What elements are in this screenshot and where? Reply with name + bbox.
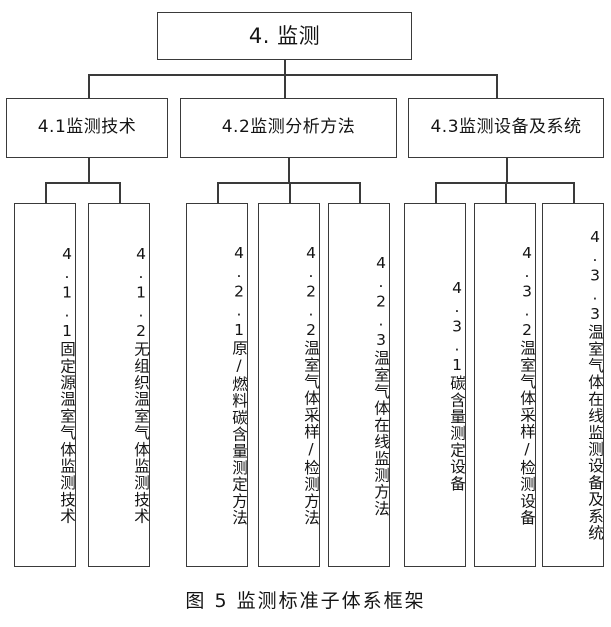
connector-drop-422 xyxy=(289,182,291,203)
node-4-2-label: 4.2监测分析方法 xyxy=(221,117,356,138)
node-4-2-3-online-monitoring-method[interactable]: 4.2.3温室气体在线监测方法 xyxy=(328,203,390,567)
node-root-monitoring[interactable]: 4. 监测 xyxy=(157,12,412,60)
connector-root-bus xyxy=(88,74,497,76)
node-4-3-1-label: 4.3.1碳含量测定设备 xyxy=(448,278,466,492)
node-4-2-1-label: 4.2.1原/燃料碳含量测定方法 xyxy=(230,243,248,527)
node-4-1-1-stationary-source[interactable]: 4.1.1固定源温室气体监测技术 xyxy=(14,203,76,567)
node-4-3-2-label: 4.3.2温室气体采样/检测设备 xyxy=(518,243,536,527)
node-4-1-1-label: 4.1.1固定源温室气体监测技术 xyxy=(58,245,76,525)
connector-41-bus xyxy=(45,182,121,184)
node-4-1-monitoring-technology[interactable]: 4.1监测技术 xyxy=(6,98,168,158)
node-4-2-3-label: 4.2.3温室气体在线监测方法 xyxy=(372,253,390,517)
node-4-3-equipment-system[interactable]: 4.3监测设备及系统 xyxy=(408,98,604,158)
connector-drop-411 xyxy=(45,182,47,203)
connector-42-stem xyxy=(288,158,290,183)
connector-drop-412 xyxy=(119,182,121,203)
connector-42-bus xyxy=(217,182,359,184)
connector-drop-41 xyxy=(88,74,90,98)
node-4-3-3-online-monitoring-equipment[interactable]: 4.3.3温室气体在线监测设备及系统 xyxy=(542,203,604,567)
node-4-2-1-carbon-content-method[interactable]: 4.2.1原/燃料碳含量测定方法 xyxy=(186,203,248,567)
node-4-3-1-carbon-content-equipment[interactable]: 4.3.1碳含量测定设备 xyxy=(404,203,466,567)
node-root-label: 4. 监测 xyxy=(248,23,321,48)
node-4-1-label: 4.1监测技术 xyxy=(37,117,137,138)
node-4-1-2-fugitive-emission[interactable]: 4.1.2无组织温室气体监测技术 xyxy=(88,203,150,567)
connector-drop-423 xyxy=(359,182,361,203)
connector-43-bus xyxy=(435,182,573,184)
node-4-2-2-label: 4.2.2温室气体采样/检测方法 xyxy=(302,243,320,527)
node-4-3-3-label: 4.3.3温室气体在线监测设备及系统 xyxy=(586,228,604,542)
connector-drop-42 xyxy=(284,74,286,98)
connector-drop-433 xyxy=(573,182,575,203)
node-4-2-2-sampling-detection-method[interactable]: 4.2.2温室气体采样/检测方法 xyxy=(258,203,320,567)
connector-drop-43 xyxy=(496,74,498,98)
connector-drop-431 xyxy=(435,182,437,203)
node-4-2-analysis-method[interactable]: 4.2监测分析方法 xyxy=(180,98,397,158)
node-4-3-label: 4.3监测设备及系统 xyxy=(430,117,582,138)
node-4-3-2-sampling-detection-equipment[interactable]: 4.3.2温室气体采样/检测设备 xyxy=(474,203,536,567)
figure-caption: 图 5 监测标准子体系框架 xyxy=(185,590,426,612)
connector-41-stem xyxy=(88,158,90,183)
node-4-1-2-label: 4.1.2无组织温室气体监测技术 xyxy=(132,245,150,525)
connector-drop-421 xyxy=(217,182,219,203)
connector-drop-432 xyxy=(505,182,507,203)
connector-43-stem xyxy=(506,158,508,183)
